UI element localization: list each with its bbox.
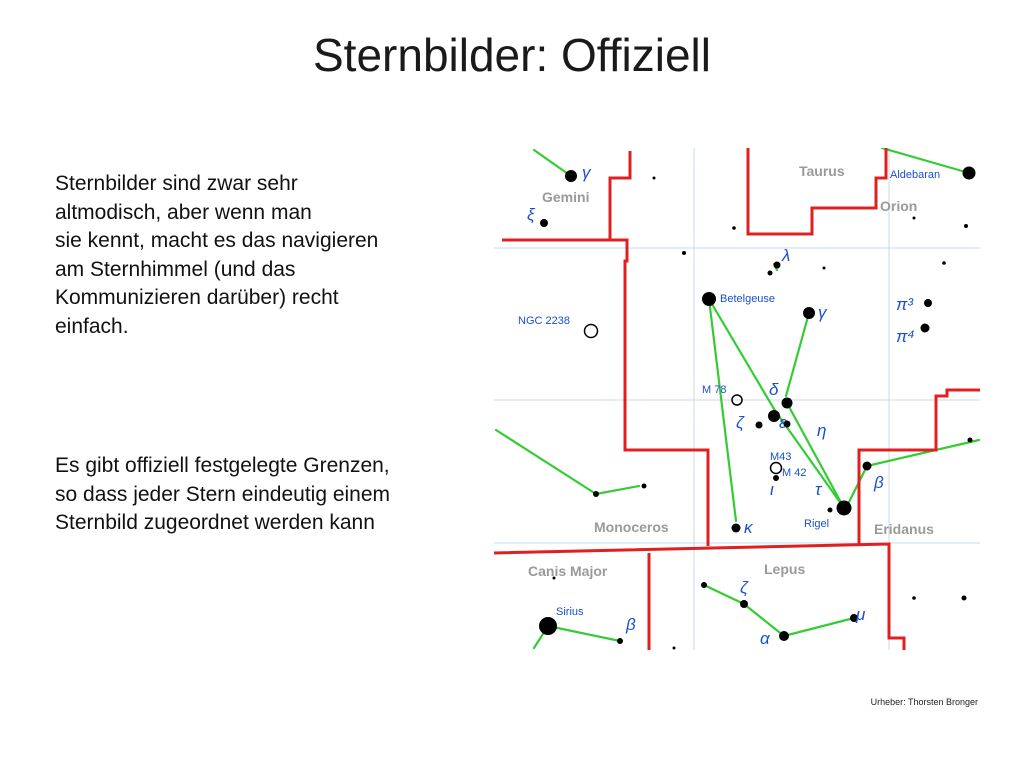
label-xi-gem: ξ (527, 205, 536, 224)
label-pi3: π³ (896, 295, 914, 314)
label-gamma-gem: γ (582, 163, 592, 182)
deep-sky-objects (583, 323, 783, 475)
label-delta: δ (769, 380, 779, 399)
paragraph-intro: Sternbilder sind zwar sehr altmodisch, a… (55, 170, 475, 341)
label-rigel: Rigel (804, 518, 829, 530)
label-monoceros: Monoceros (594, 519, 669, 535)
label-beta-eri: β (873, 473, 884, 492)
label-sirius: Sirius (556, 606, 584, 618)
label-lepus: Lepus (764, 561, 805, 577)
label-pi4: π⁴ (896, 327, 915, 346)
label-m78: M 78 (702, 384, 726, 396)
label-gamma-ori: γ (818, 303, 828, 322)
text-line: Kommunizieren darüber) recht (55, 286, 339, 309)
text-line: Es gibt offiziell festgelegte Grenzen, (55, 454, 390, 477)
label-mu: μ (855, 605, 866, 624)
label-betelgeuse: Betelgeuse (720, 293, 775, 305)
label-iota: ι (770, 480, 774, 499)
label-gemini: Gemini (542, 189, 589, 205)
label-zeta-lep: ζ (740, 578, 749, 597)
text-line: altmodisch, aber wenn man (55, 200, 312, 224)
text-line: Sternbilder sind zwar sehr (55, 172, 298, 195)
label-epsilon: ε (779, 413, 787, 432)
slide-title: Sternbilder: Offiziell (313, 29, 711, 81)
label-taurus: Taurus (799, 163, 845, 179)
label-canis-major: Canis Major (528, 563, 608, 579)
paragraph-boundaries: Es gibt offiziell festgelegte Grenzen, s… (55, 452, 475, 538)
label-eridanus: Eridanus (874, 521, 934, 537)
stars (539, 166, 976, 650)
label-m42: M 42 (782, 467, 806, 479)
label-tau: τ (815, 480, 823, 499)
label-eta: η (817, 421, 826, 440)
text-line: so dass jeder Stern eindeutig einem (55, 482, 391, 506)
text-line: einfach. (55, 314, 129, 338)
text-line: am Sternhimmel (und das (55, 257, 296, 281)
orion-star-map: Taurus Gemini Orion Monoceros Eridanus C… (494, 148, 980, 650)
label-beta-cma: β (625, 615, 636, 634)
label-kappa: κ (744, 518, 754, 537)
text-line: Sternbild zugeordnet werden kann (55, 511, 375, 534)
label-zeta-ori: ζ (736, 413, 745, 432)
constellation-lines (494, 148, 980, 650)
label-aldebaran: Aldebaran (890, 169, 940, 181)
coordinate-grid (494, 148, 980, 650)
label-orion: Orion (880, 198, 917, 214)
image-credit: Urheber: Thorsten Bronger (870, 697, 978, 707)
label-m43: M43 (770, 451, 791, 463)
text-line: sie kennt, macht es das navigieren (55, 229, 379, 252)
label-ngc2238: NGC 2238 (518, 315, 570, 327)
constellation-boundaries (494, 148, 980, 650)
label-lambda: λ (781, 246, 790, 265)
label-alpha: α (760, 629, 771, 648)
